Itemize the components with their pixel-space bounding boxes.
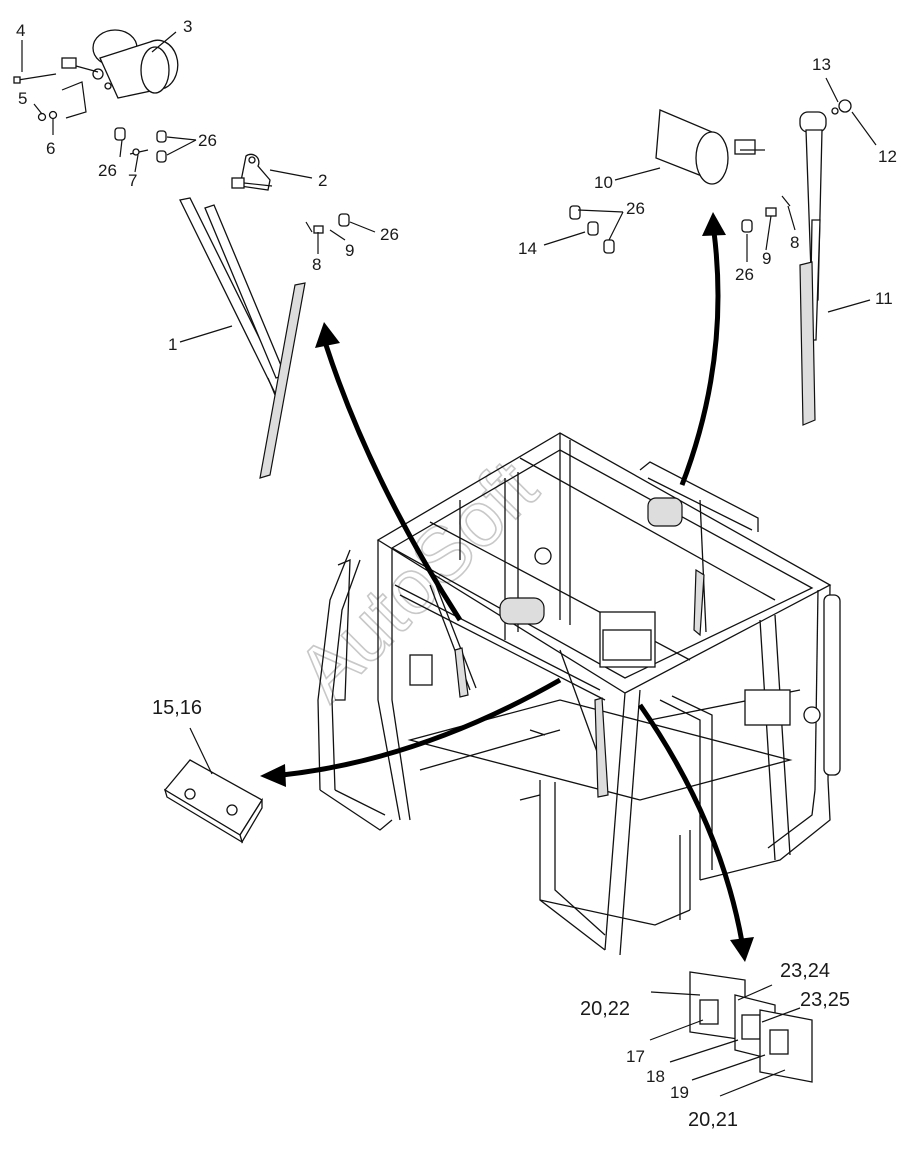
wiper-motor-rear bbox=[655, 109, 765, 185]
callout-14: 14 bbox=[518, 239, 537, 258]
callout-26d: 26 bbox=[626, 199, 645, 218]
callout-17: 17 bbox=[626, 1047, 645, 1066]
wiper-linkage-crank bbox=[231, 153, 273, 191]
callout-26b: 26 bbox=[198, 131, 217, 150]
arrow-front-wiper bbox=[323, 344, 463, 622]
callout-1: 1 bbox=[168, 335, 177, 354]
callout-3: 3 bbox=[183, 17, 192, 36]
callout-8a: 8 bbox=[312, 255, 321, 274]
callout-8b: 8 bbox=[790, 233, 799, 252]
reference-arrows bbox=[260, 212, 754, 962]
callout-15-16: 15,16 bbox=[152, 697, 202, 719]
callout-5: 5 bbox=[18, 89, 27, 108]
seal-strips bbox=[689, 971, 813, 1083]
callout-20-22: 20,22 bbox=[580, 998, 630, 1020]
cab-frame bbox=[317, 432, 841, 956]
callout-12: 12 bbox=[878, 147, 897, 166]
rear-wiper-parts bbox=[569, 99, 852, 426]
rear-wiper-arm-blade bbox=[799, 129, 823, 426]
arrow-rear-wiper bbox=[679, 231, 721, 486]
callout-9b: 9 bbox=[762, 249, 771, 268]
callout-2: 2 bbox=[318, 171, 327, 190]
callout-23-24: 23,24 bbox=[780, 960, 830, 982]
callout-labels: 3 4 5 6 26 7 26 2 8 9 26 1 10 26 14 26 9… bbox=[16, 17, 897, 1131]
wiper-motor-front bbox=[61, 29, 179, 119]
callout-18: 18 bbox=[646, 1067, 665, 1086]
callout-19: 19 bbox=[670, 1083, 689, 1102]
callout-23-25: 23,25 bbox=[800, 989, 850, 1011]
callout-13: 13 bbox=[812, 55, 831, 74]
callout-7: 7 bbox=[128, 171, 137, 190]
callout-11: 11 bbox=[875, 289, 893, 308]
callout-6: 6 bbox=[46, 139, 55, 158]
callout-26c: 26 bbox=[380, 225, 399, 244]
callout-26e: 26 bbox=[735, 265, 754, 284]
callout-10: 10 bbox=[594, 173, 613, 192]
front-wiper-parts bbox=[13, 29, 350, 479]
arrow-seals bbox=[637, 703, 745, 943]
callout-26a: 26 bbox=[98, 161, 117, 180]
callout-4: 4 bbox=[16, 21, 25, 40]
front-wiper-arm-blade bbox=[179, 197, 306, 479]
leader-lines bbox=[21, 31, 877, 1097]
callout-9a: 9 bbox=[345, 241, 354, 260]
washer-reservoir bbox=[163, 759, 263, 844]
arrow-washer-bottle bbox=[281, 677, 562, 778]
callout-20-21: 20,21 bbox=[688, 1109, 738, 1131]
